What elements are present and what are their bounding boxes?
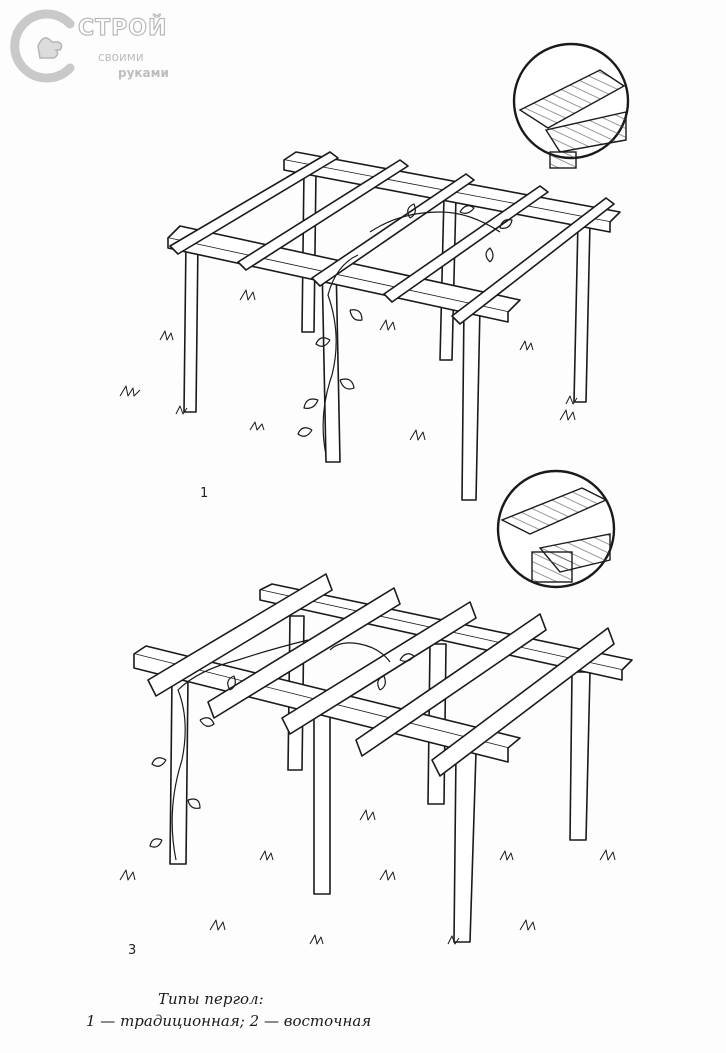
figure-label-upper: 1 <box>200 486 209 501</box>
pergola-traditional <box>119 151 621 501</box>
logo-title: Строй <box>77 15 168 41</box>
lower-vine <box>149 639 415 861</box>
upper-posts <box>183 169 591 501</box>
logo-subtitle-1: своими <box>98 50 144 64</box>
lower-grass <box>119 809 616 945</box>
logo-subtitle-2: руками <box>118 66 169 80</box>
joint-detail-upper <box>512 42 630 169</box>
upper-grass <box>119 289 578 441</box>
logo-c-emblem-icon <box>10 9 75 83</box>
figure-label-lower: 3 <box>128 943 137 958</box>
pergola-oriental <box>119 573 633 945</box>
upper-vine <box>297 203 513 456</box>
caption-items: 1 — традиционная; 2 — восточная <box>86 1012 372 1030</box>
caption-title: Типы пергол: <box>158 990 264 1008</box>
joint-detail-lower <box>496 469 616 589</box>
figure-caption: Типы пергол: 1 — традиционная; 2 — восто… <box>80 988 480 1032</box>
lower-cross-joists <box>147 573 615 777</box>
site-logo: Строй своими руками <box>8 6 188 86</box>
